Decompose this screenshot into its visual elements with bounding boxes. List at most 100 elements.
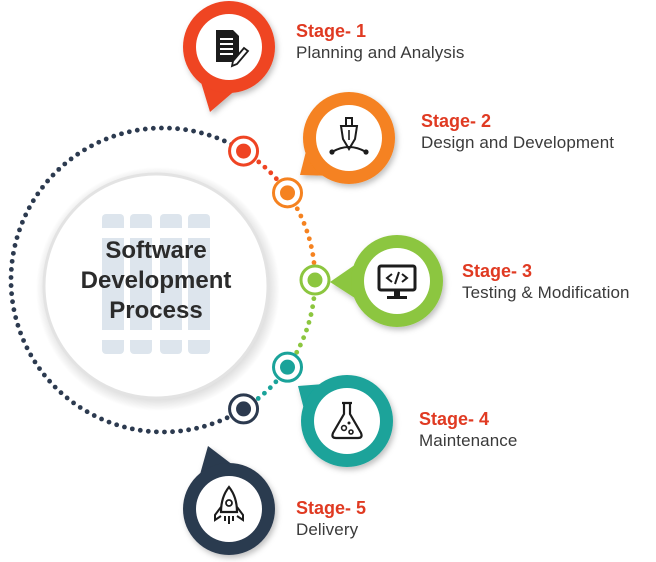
ring-dot (8, 283, 14, 288)
ring-dot (32, 359, 38, 365)
ring-dot (206, 132, 212, 138)
ring-dot (308, 244, 314, 249)
stage-4-badge (298, 375, 393, 467)
stage-1-label: Stage- 1 (296, 21, 367, 41)
ring-dot (191, 128, 196, 134)
ring-dot (40, 184, 45, 190)
ring-dot (56, 166, 62, 172)
ring-dot (47, 378, 52, 384)
stage-3-label: Stage- 3 (462, 261, 533, 281)
center-title-line: Process (109, 297, 203, 324)
ring-dot (273, 379, 279, 385)
ring-dot (308, 312, 314, 317)
ring-dot (310, 304, 316, 310)
ring-dot (306, 236, 312, 242)
ring-dot (273, 176, 279, 182)
ring-dot (12, 243, 18, 248)
ring-dot (21, 338, 26, 343)
ring-dot (8, 267, 14, 272)
ring-dot (297, 342, 303, 348)
ring-dot (68, 156, 74, 162)
ring-dot (75, 151, 81, 157)
ring-dot (311, 260, 317, 265)
ring-dot (82, 147, 87, 153)
stage-5-badge (183, 446, 275, 555)
ring-dot (89, 143, 94, 149)
stage-1-badge (183, 1, 275, 112)
stage-3-node (299, 264, 331, 296)
ring-dot (137, 427, 143, 433)
ring-dot (10, 250, 16, 256)
ring-dot (224, 415, 230, 421)
ring-dot (221, 138, 227, 144)
ring-dot (150, 125, 156, 131)
ring-dot (209, 421, 215, 427)
ring-dot (84, 409, 90, 415)
ring-dot (10, 299, 15, 305)
ring-dot (13, 315, 19, 320)
ring-dot (298, 213, 304, 219)
ring-dot (119, 131, 124, 137)
stage-1-node (228, 135, 260, 167)
ring-dot (111, 133, 117, 139)
ring-dot (9, 291, 15, 297)
document-edit-icon (216, 30, 250, 68)
ring-dot (304, 228, 310, 234)
ring-dot (294, 206, 300, 212)
ring-dot (77, 405, 83, 410)
center-circle (36, 167, 280, 411)
ring-dot (24, 345, 30, 351)
stage-2-text: Stage- 2 Design and Development (421, 110, 614, 154)
stage-5-node (228, 393, 260, 425)
ring-dot (142, 126, 148, 132)
ring-dot (17, 227, 22, 233)
ring-dot (153, 429, 159, 435)
stage-2-description: Design and Development (421, 133, 615, 152)
ring-dot (311, 296, 317, 302)
stage-2-badge (300, 92, 395, 184)
ring-dot (306, 320, 312, 325)
ring-dot (19, 219, 25, 225)
ring-dot (14, 235, 20, 240)
stage-4-text: Stage- 4 Maintenance (419, 408, 517, 452)
ring-dots-stage3 (294, 288, 318, 355)
ring-dot (35, 191, 41, 197)
stage-5-description: Delivery (296, 520, 359, 539)
ring-dot (50, 172, 56, 178)
ring-dot (15, 322, 21, 328)
ring-dot (162, 429, 167, 435)
ring-dot (255, 396, 261, 401)
ring-dot (30, 198, 36, 204)
ring-dot (18, 330, 23, 336)
ring-dot (99, 416, 104, 422)
ring-dot (178, 428, 184, 434)
ring-dot (41, 372, 47, 378)
dotted-ring (8, 125, 318, 435)
ring-dot (310, 252, 316, 257)
ring-dot (45, 178, 50, 184)
rocket-icon (214, 485, 244, 524)
ring-dot (129, 426, 135, 432)
ring-dot (26, 205, 32, 211)
stage-1-text: Stage- 1 Planning and Analysis (296, 20, 464, 64)
watermark-graphic (96, 214, 216, 354)
ring-dot (256, 159, 262, 165)
ring-dot (186, 427, 192, 433)
ring-dot (170, 429, 175, 435)
ring-dot (103, 136, 109, 142)
center-title-line: Software (105, 237, 207, 264)
ring-dot (301, 335, 307, 341)
ring-dot (122, 424, 127, 430)
ring-dot (214, 135, 220, 141)
ring-dot (37, 366, 42, 371)
flask-icon (331, 401, 363, 440)
monitor-code-icon (377, 264, 417, 299)
ring-dot (199, 130, 204, 136)
ring-dot (194, 425, 199, 431)
ring-dot (262, 164, 268, 170)
stage-4-label: Stage- 4 (419, 409, 490, 429)
stage-2-node (272, 177, 304, 209)
ring-dot (106, 419, 112, 425)
pen-tool-icon (329, 117, 369, 155)
ring-dot (126, 129, 132, 135)
